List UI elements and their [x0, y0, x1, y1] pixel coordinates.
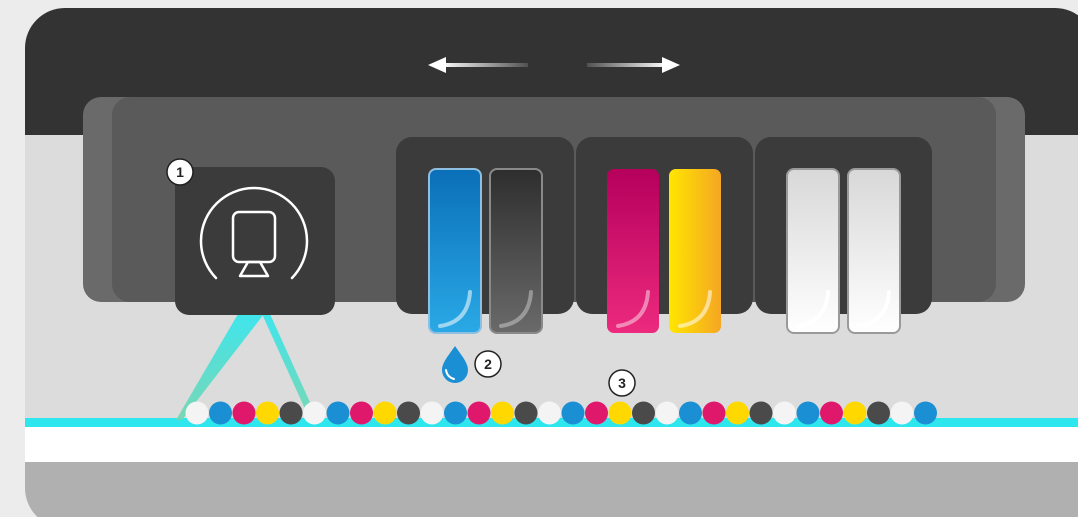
ink-dot-yellow: [374, 402, 397, 425]
callout-badge-1: 1: [167, 159, 193, 185]
ink-dot-yellow: [609, 402, 632, 425]
ink-dot-yellow: [491, 402, 514, 425]
ink-dot-magenta: [468, 402, 491, 425]
ink-dot-cyan: [444, 402, 467, 425]
ink-cartridge-black: [490, 169, 542, 333]
ink-dot-black: [397, 402, 420, 425]
ink-dot-yellow: [844, 402, 867, 425]
callout-badge-3: 3: [609, 370, 635, 396]
ink-cartridge-yellow: [669, 169, 721, 333]
ink-dot-cyan: [797, 402, 820, 425]
ink-dot-cyan: [209, 402, 232, 425]
ink-dot-magenta: [820, 402, 843, 425]
cartridge-module-white: [755, 137, 932, 314]
ink-dot-yellow: [256, 402, 279, 425]
ink-dot-cyan: [562, 402, 585, 425]
ink-dot-black: [280, 402, 303, 425]
callout-badge-2: 2: [475, 351, 501, 377]
print-bed: [25, 462, 1078, 517]
ink-dot-magenta: [233, 402, 256, 425]
ink-dot-white: [656, 402, 679, 425]
ink-dot-magenta: [703, 402, 726, 425]
callout-label-1: 1: [176, 164, 184, 180]
callout-label-3: 3: [618, 375, 626, 391]
ink-cartridge-white-2: [848, 169, 900, 333]
ink-cartridge-cyan: [429, 169, 481, 333]
cartridge-module-magenta-yellow: [576, 137, 753, 314]
ink-dot-cyan: [327, 402, 350, 425]
ink-dot-cyan: [679, 402, 702, 425]
ink-dot-magenta: [585, 402, 608, 425]
ink-dot-magenta: [350, 402, 373, 425]
ink-dot-white: [773, 402, 796, 425]
ink-dot-black: [632, 402, 655, 425]
cartridge-module-cyan-black: [396, 137, 574, 314]
ink-cartridge-white-1: [787, 169, 839, 333]
ink-dot-white: [538, 402, 561, 425]
ink-dot-cyan: [914, 402, 937, 425]
ink-dot-white: [303, 402, 326, 425]
ink-dot-white: [186, 402, 209, 425]
ink-dot-black: [750, 402, 773, 425]
ink-dot-yellow: [726, 402, 749, 425]
ink-dot-black: [867, 402, 890, 425]
ink-dot-black: [515, 402, 538, 425]
ink-cartridge-magenta: [607, 169, 659, 333]
ink-dot-white: [421, 402, 444, 425]
ink-dot-white: [891, 402, 914, 425]
callout-label-2: 2: [484, 356, 492, 372]
